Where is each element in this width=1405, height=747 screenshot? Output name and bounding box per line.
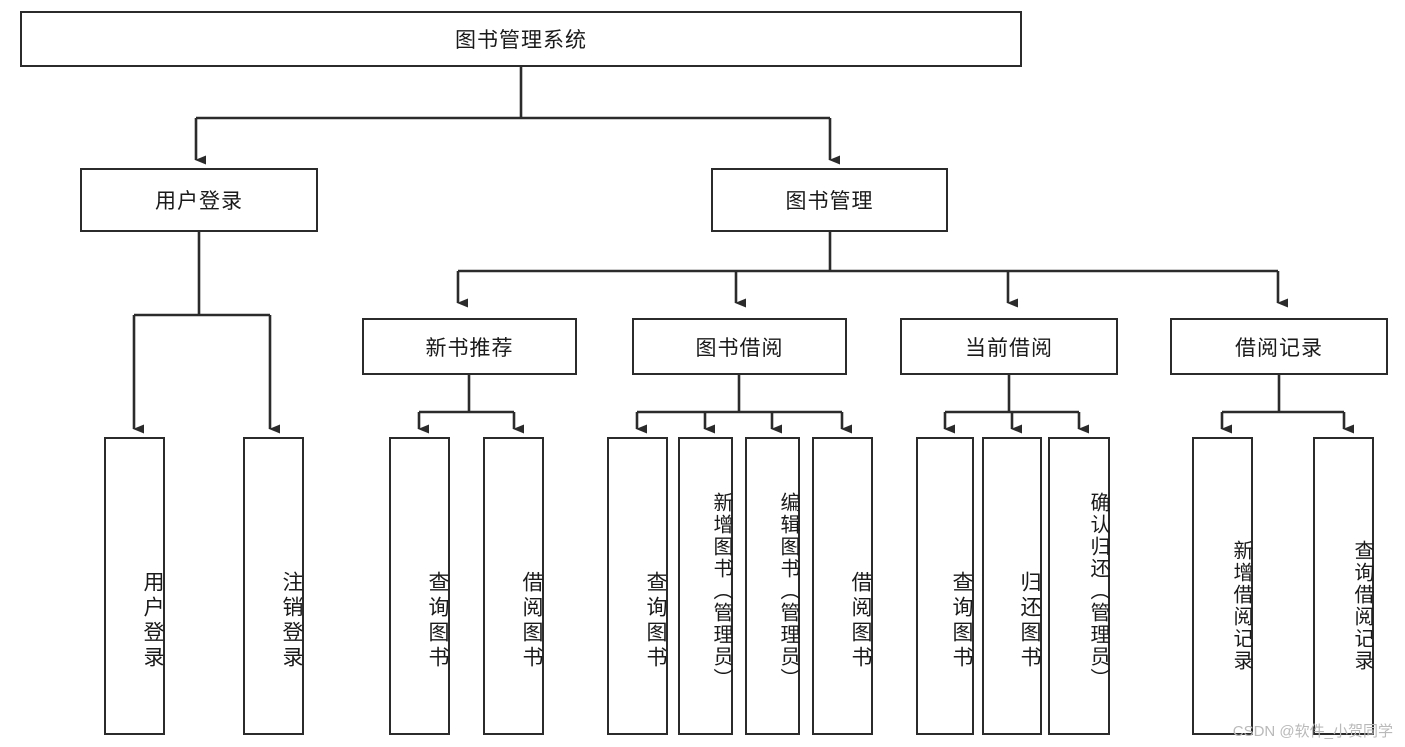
leaf-label: 借阅图书: [849, 571, 872, 671]
leaf-borrow-query-book[interactable]: 查询图书: [607, 437, 668, 735]
node-borrow-record[interactable]: 借阅记录: [1170, 318, 1388, 375]
node-book-management-label: 图书管理: [785, 190, 874, 213]
leaf-label: 查询图书: [644, 571, 667, 671]
leaf-label: 查询借阅记录: [1351, 540, 1373, 672]
node-root-label: 图书管理系统: [455, 29, 587, 52]
watermark: CSDN @软件_小贺同学: [1232, 723, 1393, 740]
leaf-record-add[interactable]: 新增借阅记录: [1192, 437, 1253, 735]
node-book-borrow[interactable]: 图书借阅: [632, 318, 847, 375]
node-user-login-label: 用户登录: [155, 190, 243, 213]
leaf-label: 注销登录: [280, 571, 303, 671]
leaf-label: 归还图书: [1018, 571, 1041, 671]
leaf-user-login-login[interactable]: 用户登录: [104, 437, 165, 735]
node-user-login[interactable]: 用户登录: [80, 168, 318, 232]
leaf-current-query-book[interactable]: 查询图书: [916, 437, 974, 735]
leaf-record-query[interactable]: 查询借阅记录: [1313, 437, 1374, 735]
leaf-label: 查询图书: [950, 571, 973, 671]
leaf-label: 编辑图书（管理员）: [777, 492, 799, 690]
leaf-borrow-edit-book[interactable]: 编辑图书（管理员）: [745, 437, 800, 735]
node-current-borrow[interactable]: 当前借阅: [900, 318, 1118, 375]
leaf-new-book-borrow[interactable]: 借阅图书: [483, 437, 544, 735]
leaf-label: 借阅图书: [520, 571, 543, 671]
leaf-current-confirm-return[interactable]: 确认归还（管理员）: [1048, 437, 1110, 735]
node-borrow-record-label: 借阅记录: [1235, 336, 1323, 360]
leaf-label: 新增图书（管理员）: [710, 492, 732, 690]
leaf-borrow-add-book[interactable]: 新增图书（管理员）: [678, 437, 733, 735]
leaf-label: 确认归还（管理员）: [1087, 492, 1109, 690]
node-book-borrow-label: 图书借阅: [695, 336, 784, 360]
leaf-label: 查询图书: [426, 571, 449, 671]
leaf-borrow-borrow-book[interactable]: 借阅图书: [812, 437, 873, 735]
node-new-book-recommend-label: 新书推荐: [425, 336, 514, 360]
leaf-current-return-book[interactable]: 归还图书: [982, 437, 1042, 735]
node-current-borrow-label: 当前借阅: [965, 336, 1053, 360]
leaf-label: 用户登录: [141, 571, 164, 671]
leaf-label: 新增借阅记录: [1230, 540, 1252, 672]
node-root[interactable]: 图书管理系统: [20, 11, 1022, 67]
node-book-management[interactable]: 图书管理: [711, 168, 948, 232]
leaf-new-book-query[interactable]: 查询图书: [389, 437, 450, 735]
leaf-user-login-logout[interactable]: 注销登录: [243, 437, 304, 735]
node-new-book-recommend[interactable]: 新书推荐: [362, 318, 577, 375]
